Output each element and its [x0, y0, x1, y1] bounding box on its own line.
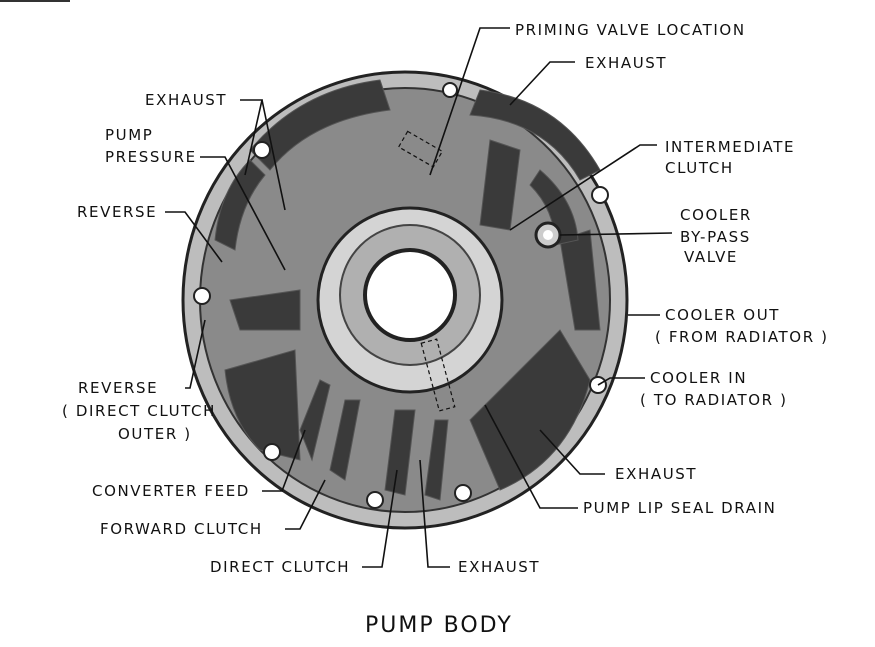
label-exhaust-top: EXHAUST: [585, 54, 668, 72]
label-pump-lip-seal-drain: PUMP LIP SEAL DRAIN: [583, 499, 777, 517]
label-exhaust-right: EXHAUST: [615, 465, 698, 483]
label-intermediate-clutch-line1: INTERMEDIATE: [665, 138, 796, 156]
label-cooler-out-line2: ( FROM RADIATOR ): [655, 328, 829, 346]
label-reverse-direct-line2: ( DIRECT CLUTCH: [62, 402, 216, 420]
label-pump-pressure-line2: PRESSURE: [105, 148, 197, 166]
label-direct-clutch: DIRECT CLUTCH: [210, 558, 351, 576]
label-cooler-in-line2: ( TO RADIATOR ): [640, 391, 788, 409]
label-intermediate-clutch-line2: CLUTCH: [665, 159, 734, 177]
label-cooler-bypass-line2: BY-PASS: [680, 228, 751, 246]
label-pump-pressure-line1: PUMP: [105, 126, 154, 144]
label-exhaust-bottom: EXHAUST: [458, 558, 541, 576]
label-forward-clutch: FORWARD CLUTCH: [100, 520, 263, 538]
label-cooler-bypass-line3: VALVE: [684, 248, 739, 266]
label-reverse: REVERSE: [77, 203, 158, 221]
label-reverse-direct-line3: OUTER ): [118, 425, 192, 443]
figure-title: PUMP BODY: [365, 613, 513, 638]
label-cooler-bypass-line1: COOLER: [680, 206, 752, 224]
label-cooler-out-line1: COOLER OUT: [665, 306, 781, 324]
label-converter-feed: CONVERTER FEED: [92, 482, 250, 500]
label-priming-valve-location: PRIMING VALVE LOCATION: [515, 21, 746, 39]
label-cooler-in-line1: COOLER IN: [650, 369, 748, 387]
label-reverse-direct-line1: REVERSE: [78, 379, 159, 397]
label-exhaust-left: EXHAUST: [145, 91, 228, 109]
